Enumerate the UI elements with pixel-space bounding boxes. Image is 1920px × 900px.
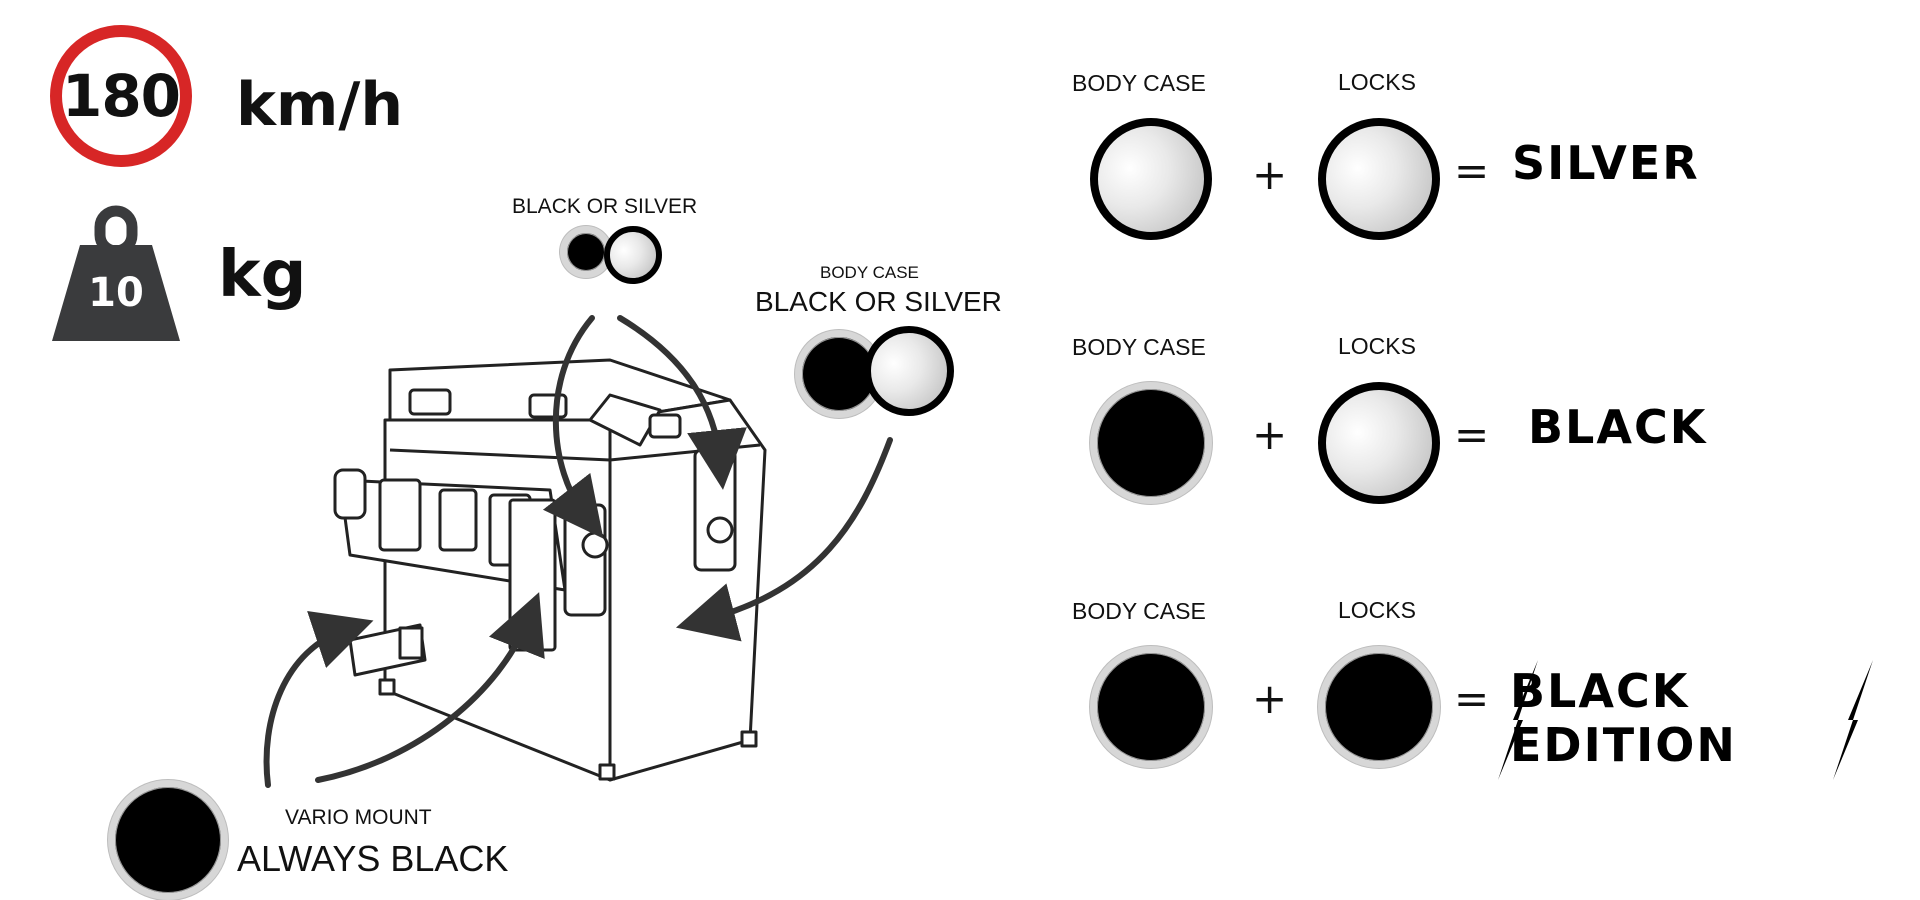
arrow-vario-2 <box>315 592 545 783</box>
weight-icon <box>52 205 180 341</box>
body-case-small-label: BODY CASE <box>820 263 919 282</box>
combo3-equals: = <box>1454 674 1490 723</box>
arrow-vario-1 <box>263 611 374 788</box>
vario-small-label: VARIO MOUNT <box>285 806 432 829</box>
combo3-body-label: BODY CASE <box>1072 598 1206 624</box>
combo3-locks-label: LOCKS <box>1338 597 1416 623</box>
combo3-body-swatch-icon <box>1090 646 1212 768</box>
combo2-plus: + <box>1252 410 1288 459</box>
combo1-locks-swatch-icon <box>1318 118 1440 240</box>
speed-unit: km/h <box>236 70 404 140</box>
combo3-locks-swatch-icon <box>1318 646 1440 768</box>
body-case-big-label: BLACK OR SILVER <box>755 286 1002 317</box>
lightning-decoration-icon <box>1498 660 1873 780</box>
vario-big-label: ALWAYS BLACK <box>237 838 509 879</box>
combo2-result: BLACK <box>1528 400 1708 454</box>
arrow-top-left <box>542 315 604 539</box>
combo1-locks-label: LOCKS <box>1338 69 1416 95</box>
weight-unit: kg <box>218 238 307 312</box>
arrow-body-case <box>675 437 893 642</box>
combo3-plus: + <box>1252 674 1288 723</box>
top-callout-label: BLACK OR SILVER <box>512 195 698 218</box>
weight-value: 10 <box>88 270 144 316</box>
combo2-locks-swatch-icon <box>1318 382 1440 504</box>
black-swatch-small-icon <box>560 226 612 278</box>
combo2-body-label: BODY CASE <box>1072 334 1206 360</box>
speed-limit-sign-icon: 180 <box>50 25 192 167</box>
combo2-body-swatch-icon <box>1090 382 1212 504</box>
black-swatch-vario-icon <box>108 780 228 900</box>
combo2-equals: = <box>1454 410 1490 459</box>
speed-value: 180 <box>61 62 181 130</box>
combo3-result: BLACK EDITION <box>1510 664 1737 772</box>
combo1-plus: + <box>1252 150 1288 199</box>
combo2-locks-label: LOCKS <box>1338 333 1416 359</box>
combo1-result: SILVER <box>1512 136 1700 190</box>
combo1-body-swatch-icon <box>1090 118 1212 240</box>
combo1-equals: = <box>1454 146 1490 195</box>
silver-swatch-small-icon <box>604 226 662 284</box>
arrow-top-right <box>617 315 747 490</box>
silver-swatch-medium-icon <box>864 326 954 416</box>
combo1-body-label: BODY CASE <box>1072 70 1206 96</box>
